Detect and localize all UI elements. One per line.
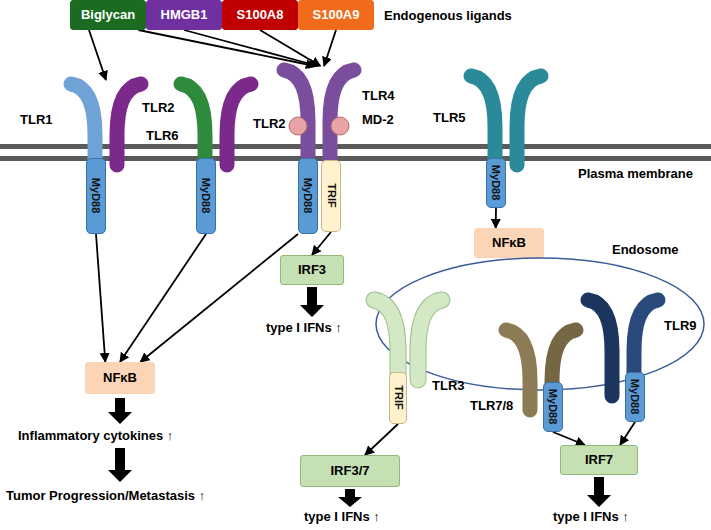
block-arrow — [108, 448, 132, 482]
receptor-label: TLR2 — [142, 100, 175, 116]
node-text: MyD88 — [301, 178, 314, 213]
block-arrow — [108, 398, 132, 424]
node-text: MyD88 — [546, 389, 559, 424]
receptor-monomer — [517, 76, 541, 165]
block-arrow — [338, 489, 362, 507]
md2-circle — [331, 117, 349, 135]
signal-arrow — [140, 234, 298, 362]
signal-arrow — [312, 232, 331, 255]
ligand-box: S100A8 — [222, 0, 298, 30]
receptor-label: TLR5 — [433, 110, 466, 126]
adapter-box: TRIF — [389, 372, 407, 424]
signal-arrow — [260, 30, 320, 66]
receptor-label: TLR7/8 — [470, 398, 513, 414]
receptor-monomer — [71, 84, 95, 165]
signal-arrow — [324, 30, 336, 66]
receptor-monomer — [374, 300, 398, 380]
signal-arrow — [365, 424, 398, 455]
outcome-label: Inflammatory cytokines ↑ — [18, 428, 173, 444]
transcription-factor-box: NFκB — [474, 228, 544, 258]
membrane-line — [0, 156, 711, 161]
receptor-dimer: TLR1 TLR2 — [15, 80, 185, 170]
receptor-dimer: TLR5 — [425, 72, 555, 170]
adapter-box: MyD88 — [298, 158, 318, 234]
signal-arrow — [184, 30, 318, 66]
node-text: MyD88 — [489, 165, 502, 200]
receptor-dimer: TLR6 TLR2 — [135, 80, 295, 170]
adapter-box: MyD88 — [196, 158, 216, 234]
receptor-label: MD-2 — [362, 112, 394, 128]
receptor-dimer: TLR3 — [370, 296, 470, 400]
receptor-monomer — [330, 70, 354, 165]
receptor-monomer — [284, 70, 308, 165]
ligand-box: S100A9 — [298, 0, 374, 30]
node-text: MyD88 — [199, 178, 212, 213]
transcription-factor-box: IRF7 — [560, 445, 638, 475]
transcription-factor-box: IRF3/7 — [300, 455, 400, 487]
receptor-label: TLR9 — [664, 318, 697, 334]
signal-arrow — [96, 234, 105, 362]
receptor-monomer — [227, 84, 251, 165]
node-text: NFκB — [103, 370, 137, 386]
endosome-membrane — [376, 258, 704, 390]
receptor-label: TLR2 — [253, 116, 286, 132]
node-text: IRF3/7 — [330, 463, 369, 479]
md2-circle — [289, 117, 307, 135]
receptor-monomer — [117, 84, 141, 165]
adapter-box: MyD88 — [543, 382, 563, 432]
adapter-box: TRIF — [321, 160, 341, 232]
node-text: MyD88 — [628, 379, 641, 414]
outcome-label: Tumor Progression/Metastasis ↑ — [6, 488, 205, 504]
receptor-dimer: TLR4MD-2 — [270, 66, 410, 170]
transcription-factor-box: NFκB — [85, 362, 155, 394]
block-arrow — [587, 477, 611, 507]
receptor-label: TLR4 — [362, 88, 395, 104]
adapter-box: MyD88 — [86, 158, 106, 234]
outcome-label: type I IFNs ↑ — [553, 509, 629, 525]
node-text: TRIF — [391, 386, 404, 410]
node-text: Biglycan — [81, 7, 135, 23]
node-text: S100A9 — [313, 7, 360, 23]
node-text: IRF7 — [585, 452, 613, 468]
receptor-outline — [374, 300, 398, 380]
receptor-outline — [418, 300, 442, 380]
receptor-label: TLR6 — [146, 128, 179, 144]
membrane-line — [0, 144, 711, 149]
signal-arrow — [553, 432, 585, 445]
adapter-box: MyD88 — [486, 158, 506, 208]
node-text: MyD88 — [89, 178, 102, 213]
signal-arrow — [138, 30, 314, 66]
ligand-box: Biglycan — [70, 0, 146, 30]
receptor-monomer — [181, 84, 205, 165]
signal-arrow — [89, 30, 106, 80]
receptor-monomer — [471, 76, 495, 165]
transcription-factor-box: IRF3 — [280, 255, 344, 285]
compartment-label: Endosome — [612, 242, 678, 258]
block-arrow — [300, 287, 324, 317]
node-text: S100A8 — [237, 7, 284, 23]
receptor-label: TLR3 — [432, 378, 465, 394]
node-text: TRIF — [324, 184, 337, 208]
node-text: IRF3 — [298, 262, 326, 278]
node-text: NFκB — [492, 235, 526, 251]
signal-arrow — [495, 208, 497, 228]
outcome-label: type I IFNs ↑ — [266, 320, 342, 336]
membrane-label: Plasma membrane — [578, 166, 693, 182]
node-text: HMGB1 — [161, 7, 208, 23]
signal-arrow — [620, 422, 635, 445]
ligand-box: HMGB1 — [146, 0, 222, 30]
receptor-monomer — [588, 300, 612, 396]
receptor-monomer — [418, 300, 442, 380]
receptor-label: TLR1 — [20, 112, 53, 128]
group-label: Endogenous ligands — [384, 8, 512, 24]
outcome-label: type I IFNs ↑ — [304, 509, 380, 525]
adapter-box: MyD88 — [625, 372, 645, 422]
